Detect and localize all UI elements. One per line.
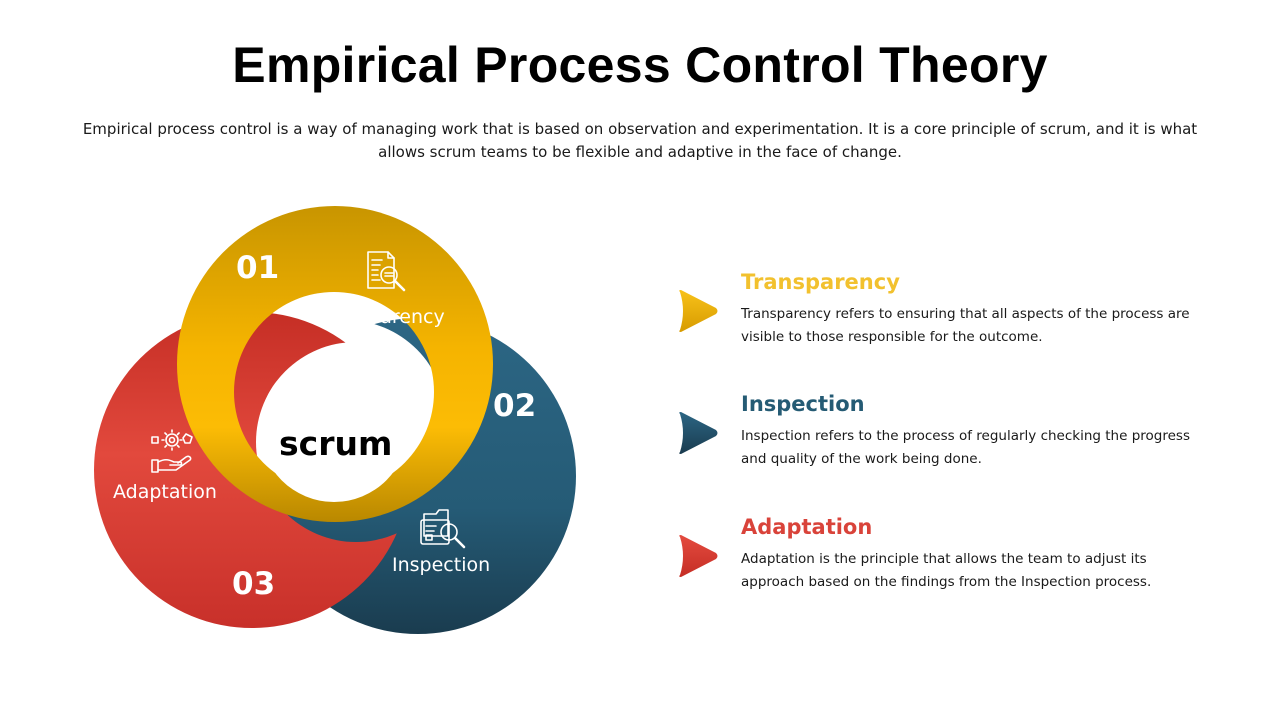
item-heading-adaptation: Adaptation — [741, 515, 873, 539]
page-title: Empirical Process Control Theory — [232, 37, 1048, 93]
hand-gears-icon — [151, 429, 193, 473]
ring-number-02: 02 — [493, 388, 537, 424]
item-description-adaptation: Adaptation is the principle that allows … — [741, 551, 1152, 590]
item-heading-transparency: Transparency — [741, 270, 900, 294]
item-heading-inspection: Inspection — [741, 392, 865, 416]
venn-rings — [94, 206, 576, 634]
scrum-venn-diagram: 01 02 03 Transparency Inspection Adaptat… — [80, 190, 600, 650]
ring-number-03: 03 — [232, 566, 276, 602]
item-description-inspection: Inspection refers to the process of regu… — [741, 428, 1190, 467]
folder-search-icon — [420, 509, 466, 549]
play-arrow-icon — [679, 290, 718, 332]
ring-label-adaptation: Adaptation — [113, 481, 217, 503]
list-item-transparency: Transparency Transparency refers to ensu… — [676, 270, 1216, 370]
center-label-scrum: scrum — [279, 424, 393, 463]
ring-number-01: 01 — [236, 250, 280, 286]
list-item-inspection: Inspection Inspection refers to the proc… — [676, 392, 1216, 492]
list-item-adaptation: Adaptation Adaptation is the principle t… — [676, 515, 1216, 615]
item-description-transparency: Transparency refers to ensuring that all… — [741, 306, 1190, 345]
ring-label-inspection: Inspection — [392, 554, 491, 576]
scrum-center — [260, 354, 408, 502]
ring-label-transparency: Transparency — [318, 306, 445, 328]
play-arrow-icon — [679, 535, 718, 577]
document-search-icon — [367, 251, 406, 292]
page-subtitle: Empirical process control is a way of ma… — [82, 120, 1198, 161]
play-arrow-icon — [679, 412, 718, 454]
